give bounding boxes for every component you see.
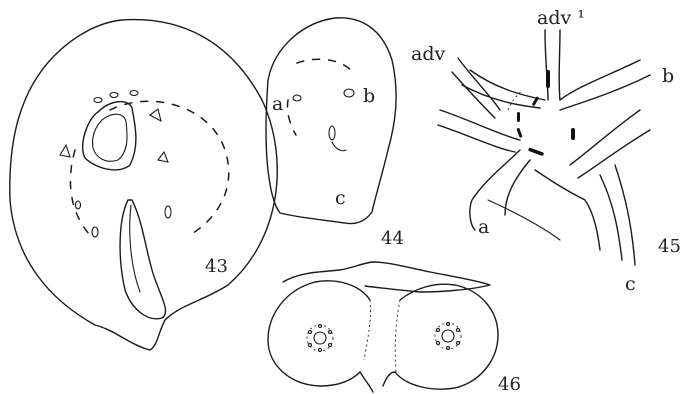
fig43-bundle-1 <box>94 98 102 103</box>
fig46-left-boundary <box>364 300 371 360</box>
fig45-lower-mid <box>535 170 600 250</box>
fig45-label-a: a <box>478 216 489 238</box>
fig44-label-b: b <box>363 85 375 107</box>
figure-44: a b c 44 <box>266 18 404 249</box>
figure-46: 46 <box>268 262 521 394</box>
fig44-bundle-c <box>329 126 335 140</box>
fig43-strand-body <box>120 200 165 319</box>
fig43-ring <box>70 101 228 235</box>
fig46-right-stele <box>435 323 461 350</box>
fig43-bundle-6 <box>158 152 168 162</box>
fig46-bottom-notch <box>360 372 395 392</box>
fig44-outline <box>266 18 396 224</box>
fig43-bundle-2 <box>110 93 118 98</box>
fig43-center-outer <box>83 102 136 170</box>
fig46-left-lobe <box>268 281 370 386</box>
figure-43: 43 <box>10 20 277 350</box>
fig45-bundle-5 <box>571 128 575 140</box>
fig43-bundle-3 <box>130 91 138 96</box>
fig44-tail <box>332 142 346 151</box>
fig43-bundle-5 <box>60 145 70 157</box>
fig43-center-inner <box>93 114 127 161</box>
fig46-right-boundary <box>395 300 400 372</box>
figure-45: adv ¹ adv a b c 45 <box>411 7 681 295</box>
fig43-outline <box>10 20 277 350</box>
fig45-label-c: c <box>625 273 636 295</box>
fig43-bundle-9 <box>92 227 98 237</box>
fig45-label-adv1: adv ¹ <box>537 7 585 29</box>
fig46-top-flap <box>283 262 490 292</box>
fig44-label-c: c <box>335 187 346 209</box>
fig45-adv-branch <box>452 58 500 118</box>
fig44-bundle-b <box>344 89 354 97</box>
fig44-ring <box>287 59 355 135</box>
fig45-stem-top <box>545 30 560 100</box>
fig45-top-right <box>560 60 650 110</box>
fig45-label-b: b <box>662 65 674 87</box>
fig46-left-stele <box>307 325 333 352</box>
fig43-bundle-8 <box>76 201 81 209</box>
fig45-lower-curve <box>488 200 560 240</box>
fig45-bundle-1 <box>546 70 550 88</box>
figure-45-number: 45 <box>658 236 681 257</box>
fig44-label-a: a <box>272 93 283 115</box>
fig43-bundle-7 <box>165 206 171 218</box>
fig43-bundle-4 <box>150 109 161 121</box>
fig45-bundle-3 <box>517 112 520 122</box>
figure-46-number: 46 <box>498 374 521 394</box>
fig45-left-arm <box>438 110 520 152</box>
fig44-bundle-a <box>293 95 301 101</box>
fig45-top-left <box>462 70 545 108</box>
figure-43-number: 43 <box>205 256 228 277</box>
fig45-bundle-4 <box>516 128 522 138</box>
fig45-right-arm <box>570 110 650 178</box>
fig45-bundle-6 <box>528 147 544 156</box>
figure-44-number: 44 <box>381 228 404 249</box>
fig45-label-adv: adv <box>411 43 445 65</box>
fig45-right-down <box>600 165 635 265</box>
fig46-right-lobe <box>395 284 498 389</box>
